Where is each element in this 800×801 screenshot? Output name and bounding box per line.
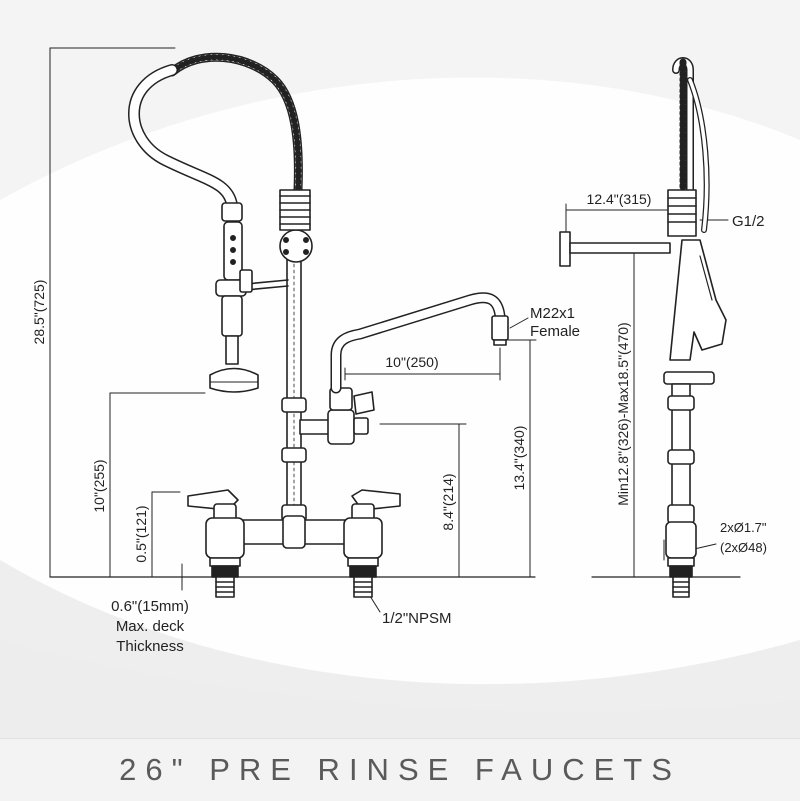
shank-thread-label: 1/2"NPSM [382, 610, 452, 627]
faucet-technical-drawing: 28.5"(725) 10"(255) 0.5"(121) 8.4"(214) … [31, 47, 767, 655]
adjustable-height-label: Min12.8"(326)-Max18.5"(470) [615, 322, 631, 505]
spring-coil [167, 52, 311, 231]
wall-bracket-label: 12.4"(315) [587, 191, 652, 207]
side-view [559, 57, 741, 598]
swing-spout [299, 292, 509, 445]
overall-height-label: 28.5"(725) [31, 280, 47, 345]
spout-height-label: 8.4"(214) [440, 473, 456, 530]
deck-thickness-line2: Max. deck [116, 618, 185, 635]
inlet-holes-label: 2xØ1.7" [720, 520, 767, 535]
inlet-holes-metric-label: (2xØ48) [720, 540, 767, 555]
title-band: 26" PRE RINSE FAUCETS [0, 738, 800, 801]
sprayer-height-label: 10"(255) [91, 459, 107, 512]
deck-thickness-line1: 0.6"(15mm) [111, 598, 189, 615]
handle-height-label: 0.5"(121) [133, 505, 149, 562]
right-valve-handle [343, 489, 401, 598]
left-valve-handle [187, 489, 245, 598]
spout-outlet-height-label: 13.4"(340) [511, 426, 527, 491]
outlet-thread-label: M22x1 [530, 305, 575, 322]
deck-thickness-line3: Thickness [116, 638, 184, 655]
spout-reach-label: 10"(250) [385, 354, 438, 370]
outlet-thread-type-label: Female [530, 323, 580, 340]
front-view [49, 47, 537, 613]
inlet-thread-label: G1/2 [732, 213, 765, 230]
spray-valve [209, 202, 259, 393]
product-title: 26" PRE RINSE FAUCETS [119, 752, 681, 787]
